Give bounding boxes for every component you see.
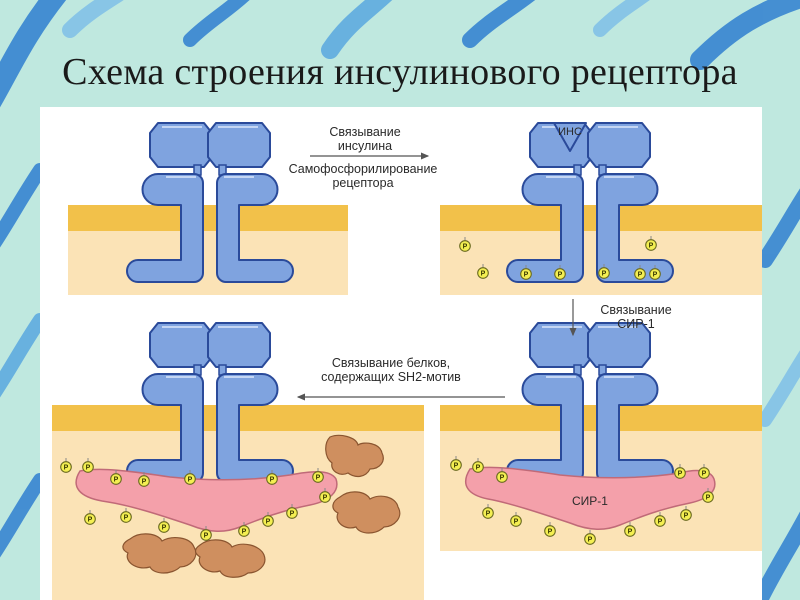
sh2-protein bbox=[194, 539, 266, 578]
membrane bbox=[68, 205, 348, 231]
svg-text:P: P bbox=[64, 465, 69, 472]
insulin-tag: ИНС bbox=[558, 126, 582, 138]
svg-text:P: P bbox=[86, 465, 91, 472]
svg-text:P: P bbox=[88, 517, 93, 524]
panel-irs1-bound-receptor: СИР-1 P P P P P P P P P P P P P bbox=[440, 322, 762, 551]
phosphate-groups: P P P P P P P P P P P P P P P bbox=[60, 457, 331, 541]
panel-sh2-proteins-bound: P P P P P P P P P P P P P P P bbox=[52, 322, 424, 600]
svg-text:P: P bbox=[706, 495, 711, 502]
svg-text:P: P bbox=[702, 471, 707, 478]
phosphate-groups: P P P P P P P P P P P P P bbox=[450, 455, 714, 545]
svg-text:P: P bbox=[266, 519, 271, 526]
panel-unbound-receptor bbox=[68, 122, 348, 295]
svg-text:P: P bbox=[684, 513, 689, 520]
svg-text:P: P bbox=[142, 479, 147, 486]
svg-text:P: P bbox=[658, 519, 663, 526]
sh2-protein bbox=[332, 491, 401, 534]
svg-text:P: P bbox=[204, 533, 209, 540]
svg-text:P: P bbox=[316, 475, 321, 482]
svg-text:P: P bbox=[500, 475, 505, 482]
svg-text:P: P bbox=[514, 519, 519, 526]
svg-text:P: P bbox=[162, 525, 167, 532]
svg-text:P: P bbox=[270, 477, 275, 484]
cytoplasm bbox=[68, 231, 348, 295]
svg-text:P: P bbox=[481, 271, 486, 278]
label-insulin-binding-line1: Связывание bbox=[329, 125, 400, 139]
svg-text:P: P bbox=[454, 463, 459, 470]
label-autophosphorylation-line1: Самофосфорилирование bbox=[289, 162, 438, 176]
svg-text:P: P bbox=[638, 272, 643, 279]
svg-text:P: P bbox=[242, 529, 247, 536]
svg-text:P: P bbox=[524, 272, 529, 279]
phosphate-groups: P P P P P P P P bbox=[459, 235, 661, 280]
label-irs1-binding-line2: СИР-1 bbox=[617, 317, 655, 331]
label-sh2-binding-line2: содержащих SH2-мотив bbox=[321, 370, 461, 384]
svg-text:P: P bbox=[678, 471, 683, 478]
label-autophosphorylation-line2: рецептора bbox=[332, 176, 393, 190]
svg-text:P: P bbox=[114, 477, 119, 484]
panel-insulin-bound-receptor: ИНС P P P P P P P P bbox=[440, 122, 762, 295]
svg-text:P: P bbox=[290, 511, 295, 518]
svg-text:P: P bbox=[588, 537, 593, 544]
sh2-protein bbox=[122, 533, 197, 574]
svg-text:P: P bbox=[653, 272, 658, 279]
irs-1-protein bbox=[465, 466, 716, 530]
irs-1-tag: СИР-1 bbox=[572, 494, 608, 508]
label-irs1-binding-line1: Связывание bbox=[600, 303, 671, 317]
svg-text:P: P bbox=[602, 271, 607, 278]
svg-text:P: P bbox=[649, 243, 654, 250]
svg-text:P: P bbox=[124, 515, 129, 522]
label-sh2-binding-line1: Связывание белков, bbox=[332, 356, 450, 370]
insulin-molecule bbox=[553, 122, 587, 152]
svg-text:P: P bbox=[463, 244, 468, 251]
svg-text:P: P bbox=[628, 529, 633, 536]
svg-text:P: P bbox=[188, 477, 193, 484]
insulin-receptor-diagram: ИНС P P P P P P P P P P P P P P P P bbox=[52, 122, 762, 600]
slide-title: Схема строения инсулинового рецептора bbox=[62, 51, 738, 93]
svg-text:P: P bbox=[323, 495, 328, 502]
svg-text:P: P bbox=[548, 529, 553, 536]
svg-text:P: P bbox=[476, 465, 481, 472]
label-insulin-binding-line2: инсулина bbox=[338, 139, 392, 153]
svg-text:P: P bbox=[558, 272, 563, 279]
sh2-protein bbox=[325, 434, 384, 478]
svg-text:P: P bbox=[486, 511, 491, 518]
